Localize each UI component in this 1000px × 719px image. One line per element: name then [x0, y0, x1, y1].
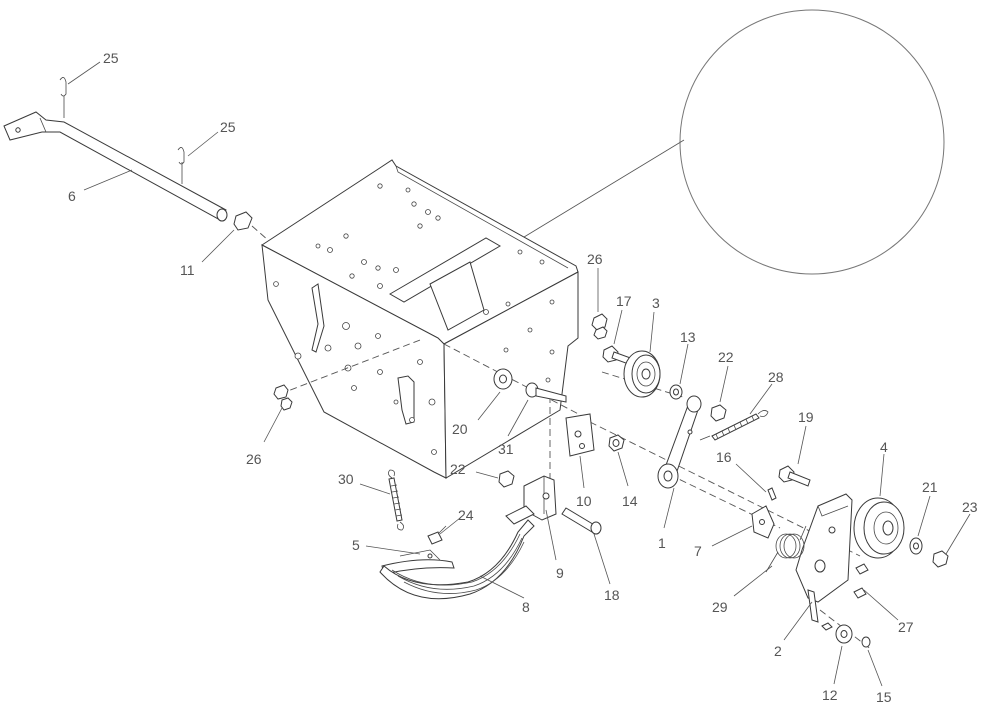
- pin-31: [525, 382, 567, 403]
- bracket-10: [565, 413, 595, 457]
- lever-5: [381, 549, 455, 575]
- callout-6: 6: [68, 188, 76, 204]
- bolt-19: [778, 465, 811, 487]
- callout-16: 16: [716, 449, 732, 465]
- callout-12: 12: [822, 687, 838, 703]
- nut-14: [608, 434, 625, 452]
- pulley-4: [853, 497, 905, 559]
- callout-15: 15: [876, 689, 892, 705]
- callout-3: 3: [652, 295, 660, 311]
- callout-24: 24: [458, 507, 474, 523]
- callout-17: 17: [616, 293, 632, 309]
- pivot-bracket-9: [523, 475, 557, 521]
- callout-20: 20: [452, 421, 468, 437]
- rod-bushing: [233, 211, 269, 241]
- spacer-12: [821, 622, 853, 644]
- leader-lines: [67, 61, 971, 687]
- bolt-nut-right-upper: [591, 313, 608, 340]
- bolt-nut-left-lower: [273, 384, 293, 411]
- housing-frame: [261, 159, 579, 479]
- detail-magnifier-circle: [439, 9, 945, 289]
- pin-15: [861, 636, 871, 648]
- washer-21: [909, 537, 923, 555]
- callout-22-lower: 22: [450, 461, 466, 477]
- callout-29: 29: [712, 599, 728, 615]
- studs-27: [853, 563, 869, 599]
- callout-13: 13: [680, 329, 696, 345]
- control-rod: [3, 111, 228, 222]
- key-16: [767, 487, 777, 501]
- spacer-13: [669, 384, 683, 400]
- belt-8: [379, 505, 535, 600]
- callout-14: 14: [622, 493, 638, 509]
- pulley-3: [623, 350, 661, 398]
- callout-19: 19: [798, 409, 814, 425]
- idler-arm-1: [657, 395, 702, 489]
- hairpin-clip-middle: [177, 147, 185, 184]
- callout-26-upper: 26: [587, 251, 603, 267]
- callout-23: 23: [962, 499, 978, 515]
- callout-9: 9: [556, 565, 564, 581]
- washer-20: [493, 368, 513, 390]
- callout-30: 30: [338, 471, 354, 487]
- callout-2: 2: [774, 643, 782, 659]
- callout-1: 1: [658, 535, 666, 551]
- pin-18: [561, 507, 602, 535]
- callout-27: 27: [898, 619, 914, 635]
- callout-25-middle: 25: [220, 119, 236, 135]
- spring-28: [699, 410, 769, 441]
- nut-22-lower: [498, 470, 515, 488]
- idler-bracket-2: [795, 493, 853, 623]
- callout-18: 18: [604, 587, 620, 603]
- nut-23: [932, 550, 949, 568]
- callout-4: 4: [880, 439, 888, 455]
- callout-31: 31: [498, 441, 514, 457]
- callout-26-lower: 26: [246, 451, 262, 467]
- callout-21: 21: [922, 479, 938, 495]
- callout-7: 7: [694, 543, 702, 559]
- hairpin-clip-top: [59, 77, 67, 118]
- callout-25-top: 25: [103, 50, 119, 66]
- callout-5: 5: [352, 537, 360, 553]
- callout-10: 10: [576, 493, 592, 509]
- callout-8: 8: [522, 599, 530, 615]
- callout-11: 11: [180, 262, 195, 278]
- callout-22-upper: 22: [718, 349, 734, 365]
- nut-22-upper: [710, 404, 727, 422]
- pivot-plate-7: [751, 505, 775, 539]
- clip-24: [427, 525, 447, 545]
- callout-labels: 25 25 6 11 26 17 3 13 22 28 19 4 21 23 1…: [68, 50, 978, 705]
- spring-30: [388, 469, 404, 531]
- callout-28: 28: [768, 369, 784, 385]
